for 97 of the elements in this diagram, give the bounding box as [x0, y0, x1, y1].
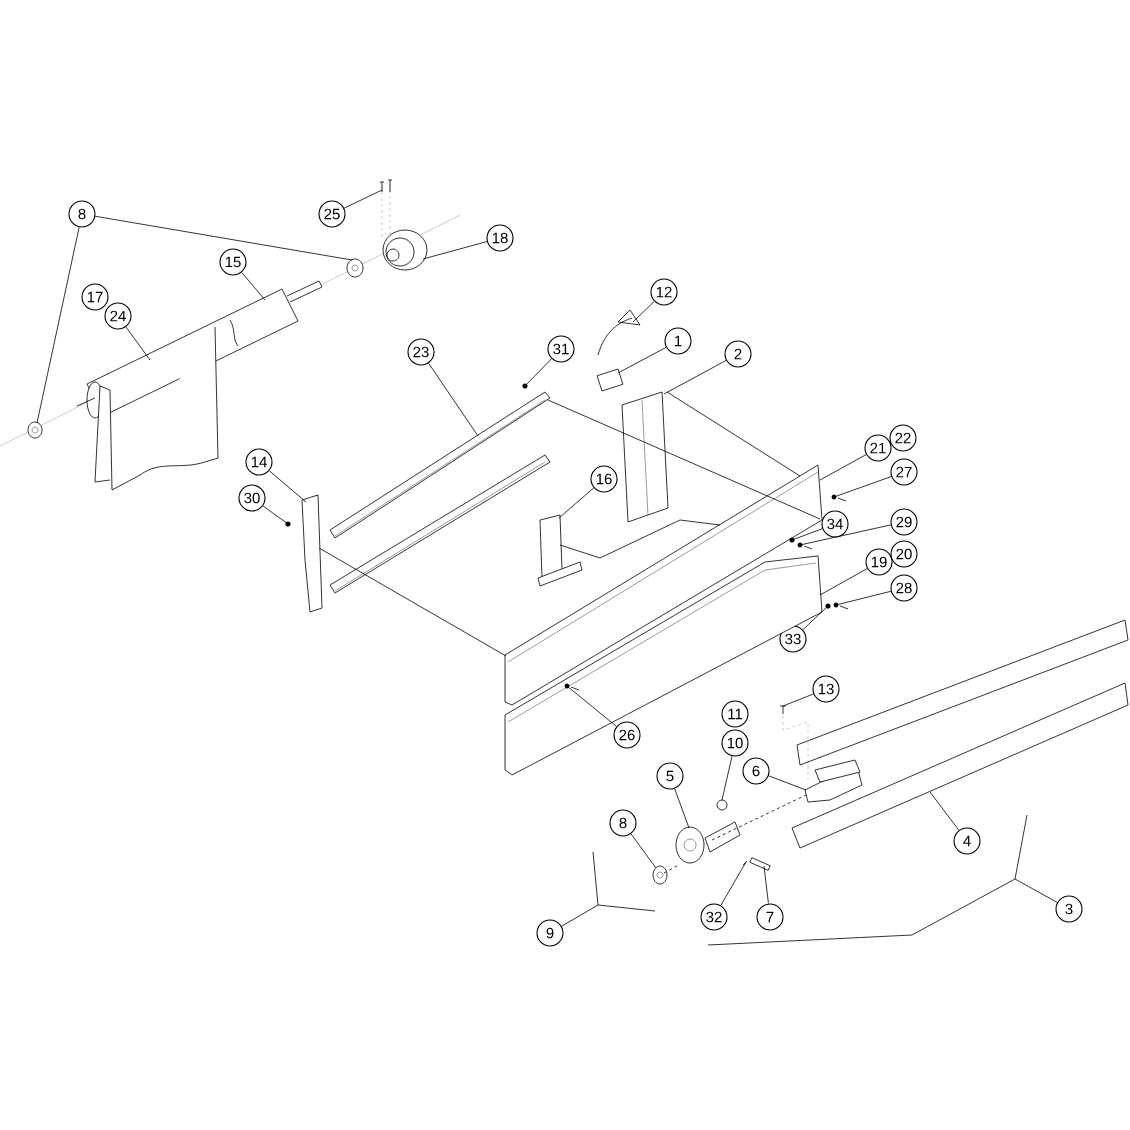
end-bar — [301, 494, 323, 613]
callout-number: 12 — [650, 278, 678, 306]
pin — [749, 857, 771, 871]
leader-line — [561, 851, 656, 927]
callout-number: 13 — [812, 675, 840, 703]
leader-line — [343, 189, 383, 209]
bearing — [27, 421, 43, 439]
leader-line — [782, 693, 814, 707]
callout-number: 16 — [590, 465, 618, 493]
bearing — [652, 865, 668, 885]
callout-number: 3 — [1055, 895, 1083, 923]
callout-number: 17 — [81, 283, 109, 311]
leader-line — [768, 775, 807, 791]
leader-line — [36, 226, 80, 424]
callout-number: 34 — [821, 510, 849, 538]
leader-line — [835, 590, 892, 606]
leader-line — [630, 833, 657, 869]
hinge-block — [804, 759, 863, 803]
bracket — [537, 514, 583, 587]
leader-line — [720, 861, 747, 906]
clamp — [716, 799, 728, 811]
pin — [742, 860, 748, 866]
callout-number: 29 — [890, 508, 918, 536]
bolt — [833, 602, 849, 610]
leader-line — [566, 685, 617, 727]
pulley — [382, 229, 428, 271]
callout-number: 27 — [890, 458, 918, 486]
wire — [597, 309, 641, 356]
leader-line — [929, 791, 960, 831]
leader-line — [663, 360, 727, 395]
leader-line — [799, 524, 892, 546]
callout-number: 1 — [664, 327, 692, 355]
leader-line — [763, 865, 769, 904]
flange-bracket — [675, 821, 741, 864]
callout-number: 21 — [864, 434, 892, 462]
bolt — [797, 542, 813, 550]
callout-number: 32 — [700, 903, 728, 931]
leader-line — [721, 755, 733, 801]
upright-frame — [621, 391, 669, 523]
callout-number: 10 — [721, 729, 749, 757]
callout-number: 4 — [953, 827, 981, 855]
half-tube — [791, 682, 1129, 849]
callout-number: 7 — [756, 903, 784, 931]
leader-line — [125, 326, 151, 361]
screw — [779, 705, 809, 781]
leader-line — [428, 362, 479, 437]
callout-number: 28 — [890, 574, 918, 602]
leader-line — [94, 215, 353, 261]
leader-line — [559, 519, 721, 559]
leader-line — [318, 547, 507, 657]
callout-number: 18 — [486, 224, 514, 252]
callout-number: 14 — [245, 448, 273, 476]
leader-line — [819, 454, 867, 481]
leader-line — [819, 568, 868, 596]
bolt — [831, 494, 847, 502]
leader-line — [674, 788, 690, 829]
leader-line — [666, 391, 801, 477]
bracket — [596, 368, 624, 392]
nut — [522, 383, 528, 389]
leader-line — [422, 241, 488, 260]
leader-line — [524, 358, 552, 387]
leader-line — [241, 271, 266, 301]
leader-line — [632, 301, 655, 323]
callout-number: 30 — [238, 484, 266, 512]
cloth — [94, 326, 219, 491]
callout-number: 20 — [890, 540, 918, 568]
leader-line — [617, 347, 667, 374]
leader-line — [711, 794, 807, 841]
leader-line — [707, 814, 1058, 946]
leader-line — [802, 605, 829, 631]
leader-line — [663, 865, 678, 874]
callout-number: 19 — [865, 548, 893, 576]
callout-number: 23 — [407, 338, 435, 366]
callout-number: 5 — [656, 762, 684, 790]
leader-line — [262, 505, 289, 525]
callout-number: 9 — [536, 919, 564, 947]
callout-number: 8 — [609, 809, 637, 837]
callout-number: 24 — [104, 302, 132, 330]
callout-number: 2 — [724, 340, 752, 368]
nut — [825, 603, 831, 609]
nut — [285, 521, 291, 527]
callout-number: 25 — [318, 200, 346, 228]
callout-number: 15 — [219, 248, 247, 276]
leader-line — [833, 476, 892, 498]
bearing — [346, 258, 364, 278]
leader-line — [791, 528, 823, 541]
callout-number: 31 — [547, 335, 575, 363]
nut — [789, 537, 795, 543]
leader-line — [268, 470, 307, 503]
leader-line — [558, 487, 595, 519]
callout-number: 22 — [889, 424, 917, 452]
rail — [329, 391, 551, 539]
callout-number: 8 — [68, 200, 96, 228]
leader-line — [547, 399, 821, 520]
callout-number: 11 — [721, 700, 749, 728]
callout-number: 6 — [742, 757, 770, 785]
callout-number: 26 — [613, 721, 641, 749]
